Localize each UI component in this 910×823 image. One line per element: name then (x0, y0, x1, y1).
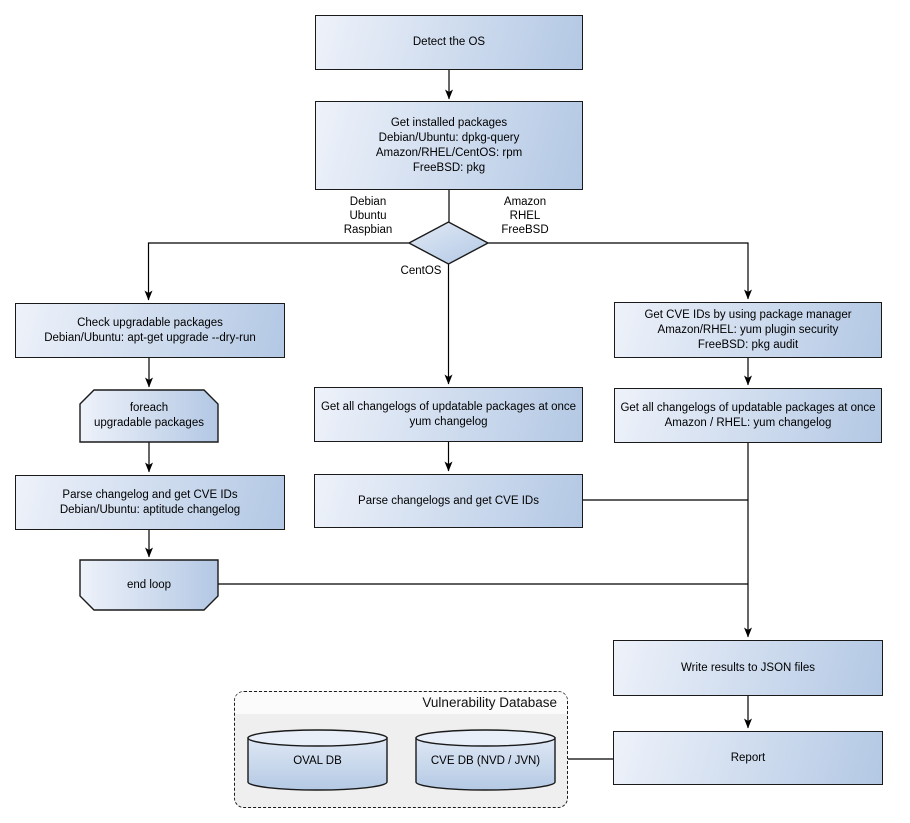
node-text-line: Get all changelogs of updatable packages… (320, 400, 577, 413)
branch-label-debian-ubuntu-raspbian: Debian Ubuntu Raspbian (330, 195, 406, 237)
node-text-line: Amazon/RHEL: yum plugin security (657, 323, 839, 336)
node-text-line: FreeBSD: pkg (412, 161, 486, 174)
node-text-line: Parse changelog and get CVE IDs (62, 488, 238, 501)
node-detect-os: Detect the OS (315, 15, 583, 70)
node-text-line: yum changelog (409, 415, 488, 428)
node-text-line: Amazon / RHEL: yum changelog (664, 416, 832, 429)
node-text-line: Debian/Ubuntu: aptitude changelog (59, 503, 241, 516)
branch-label-line: CentOS (400, 265, 442, 277)
node-write-results-json: Write results to JSON files (613, 640, 883, 696)
node-parse-changelogs-centos: Parse changelogs and get CVE IDs (314, 474, 583, 528)
end-loop-label: end loop (80, 560, 218, 610)
node-get-changelogs-amazon: Get all changelogs of updatable packages… (614, 388, 882, 443)
vulnerability-db-container: Vulnerability Database (234, 691, 568, 808)
node-text-line: Check upgradable packages (77, 316, 223, 329)
node-text-line: Amazon/RHEL/CentOS: rpm (375, 146, 523, 159)
node-text-line: Get CVE IDs by using package manager (644, 308, 852, 321)
node-get-cve-ids-pkg-manager: Get CVE IDs by using package manager Ama… (614, 302, 882, 358)
node-text-line: Get installed packages (390, 116, 508, 129)
foreach-shape (79, 389, 219, 443)
branch-label-line: Amazon (503, 196, 547, 208)
node-text-line: Detect the OS (412, 36, 486, 48)
node-text-line: Debian/Ubuntu: dpkg-query (378, 131, 520, 144)
node-text-line: Report (730, 751, 766, 764)
node-parse-changelog-debian: Parse changelog and get CVE IDs Debian/U… (15, 475, 285, 530)
branch-label-line: FreeBSD (501, 224, 549, 236)
node-text-line: Parse changelogs and get CVE IDs (358, 494, 539, 507)
node-text-line: end loop (126, 578, 172, 591)
node-get-changelogs-centos: Get all changelogs of updatable packages… (314, 387, 583, 442)
branch-label-line: RHEL (509, 210, 541, 222)
end-loop-shape (79, 559, 219, 611)
node-report: Report (613, 731, 883, 785)
node-text-line: FreeBSD: pkg audit (697, 338, 799, 351)
node-text-line: Get all changelogs of updatable packages… (620, 401, 876, 414)
node-text-line: Write results to JSON files (681, 661, 815, 674)
branch-label-centos: CentOS (383, 264, 459, 278)
decision-diamond (407, 221, 490, 265)
vulnerability-db-header: Vulnerability Database (235, 692, 567, 714)
node-text-line: foreach (129, 402, 169, 414)
node-check-upgradable-packages: Check upgradable packages Debian/Ubuntu:… (15, 303, 285, 358)
conn-decision-to-check-upgradable (144, 242, 409, 301)
branch-label-amazon-rhel-freebsd: Amazon RHEL FreeBSD (487, 195, 563, 237)
branch-label-line: Ubuntu (349, 210, 387, 222)
node-text-line: upgradable packages (94, 417, 204, 429)
branch-label-line: Debian (349, 196, 387, 208)
foreach-label: foreach upgradable packages (80, 390, 218, 442)
vulnerability-db-title: Vulnerability Database (422, 695, 557, 710)
conn-decision-to-get-cve-ids (488, 242, 752, 300)
branch-label-line: Raspbian (343, 224, 393, 236)
node-get-installed-packages: Get installed packages Debian/Ubuntu: dp… (315, 101, 583, 190)
node-text-line: Debian/Ubuntu: apt-get upgrade --dry-run (44, 331, 256, 344)
